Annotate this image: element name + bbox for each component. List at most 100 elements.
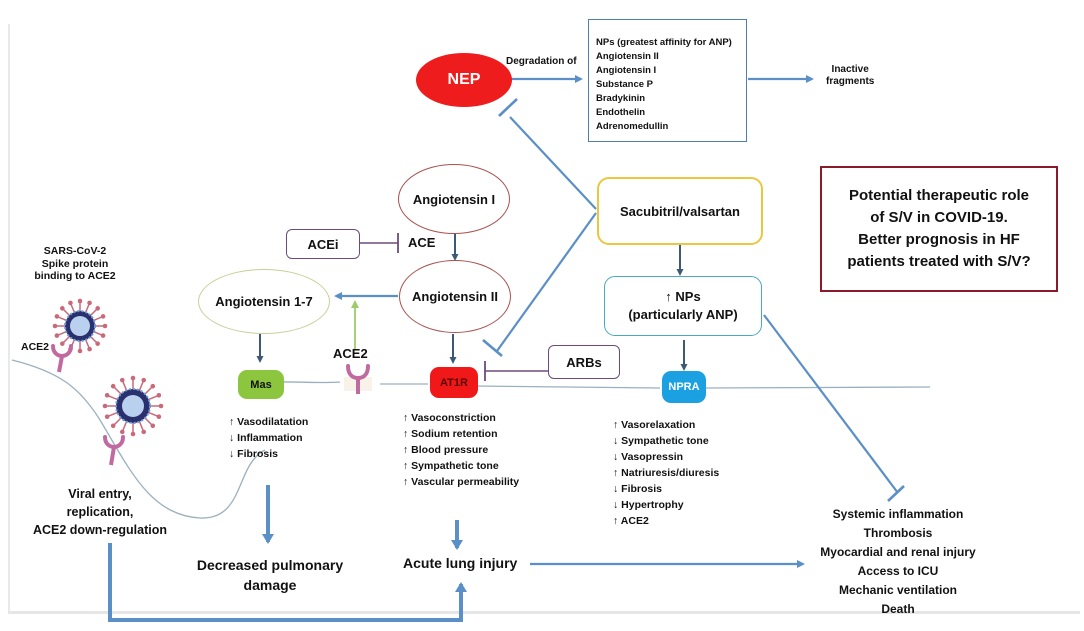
npra-receptor: NPRA <box>662 371 706 403</box>
substrate-item: Substance P <box>596 79 654 90</box>
effect-item: ↑ Blood pressure <box>403 444 489 456</box>
virus-spike-tip <box>77 298 83 304</box>
ace2-receptor-icon <box>344 364 372 394</box>
nps-node: ↑ NPs (particularly ANP) <box>604 276 762 336</box>
inhibit-nps-to-outcomes <box>763 314 899 494</box>
inactive-fragments-line: fragments <box>826 76 875 87</box>
acei-node: ACEi <box>286 229 360 259</box>
angiotensin-1-label: Angiotensin I <box>412 191 496 207</box>
substrate-item: Adrenomedullin <box>596 121 669 132</box>
effect-item: ↓ Hypertrophy <box>613 499 684 511</box>
virus-spike-tip <box>87 300 92 306</box>
arrow-viral-to-ali <box>108 543 467 622</box>
nps-line: (particularly ANP) <box>628 307 738 322</box>
decreased-damage-line: damage <box>243 577 297 593</box>
effect-item: ↓ Sympathetic tone <box>613 435 709 447</box>
sacubitril-valsartan-node: Sacubitril/valsartan <box>597 177 763 245</box>
virus-spike-tip <box>102 323 108 329</box>
effect-item: ↑ Natriuresis/diuresis <box>613 467 720 479</box>
ace-label: ACE <box>408 235 436 250</box>
nps-line: ↑ NPs <box>665 289 701 304</box>
effect-item: ↓ Fibrosis <box>613 483 663 495</box>
virus-spike-tip <box>156 392 162 398</box>
virus-title-line: binding to ACE2 <box>34 270 116 283</box>
angiotensin-1-7-node: Angiotensin 1-7 <box>198 269 330 334</box>
virus-spike-tip <box>130 375 136 381</box>
inhibit-bar-nep <box>498 98 518 117</box>
virus-spike-tip <box>104 392 110 398</box>
virus-spike-tip <box>68 300 73 306</box>
angiotensin-1-7-label: Angiotensin 1-7 <box>215 294 313 309</box>
inactive-fragments-line: Inactive <box>831 64 869 75</box>
mas-label: Mas <box>250 378 272 391</box>
virus-spike-tip <box>119 377 125 383</box>
virus-spike-tip <box>100 314 106 319</box>
therapeutic-role-callout: Potential therapeutic role of S/V in COV… <box>820 166 1058 292</box>
virus-spike-tip <box>141 377 147 383</box>
virus-spike-tip <box>95 341 100 346</box>
decreased-damage-label: Decreased pulmonary damage <box>190 555 350 595</box>
effect-item: ↓ Inflammation <box>229 432 303 444</box>
sars-cov-2-label: SARS-CoV-2 Spike protein binding to ACE2 <box>20 245 130 283</box>
virus-spike-tip <box>156 414 162 420</box>
substrate-item: Angiotensin II <box>596 51 659 62</box>
virus-icon-bound <box>52 298 108 354</box>
ace2-entry-receptor-icon <box>103 435 125 466</box>
callout-line: patients treated with S/V? <box>847 253 1031 270</box>
angiotensin-2-label: Angiotensin II <box>412 289 498 304</box>
sacubitril-valsartan-label: Sacubitril/valsartan <box>620 203 740 219</box>
inhibit-bar-at1r <box>482 339 503 357</box>
frame-border-bottom <box>8 611 1080 614</box>
cell-membrane-main <box>261 381 931 389</box>
virus-spike-tip <box>54 333 60 338</box>
arbs-node: ARBs <box>548 345 620 379</box>
effect-item: ↑ Vascular permeability <box>403 476 520 488</box>
mas-effects-list: ↑ Vasodilatation ↓ Inflammation ↓ Fibros… <box>229 414 308 462</box>
acei-label: ACEi <box>307 236 339 252</box>
virus-spike-tip <box>119 429 125 435</box>
substrate-item: Endothelin <box>596 107 646 118</box>
virus-spike-tip <box>141 429 147 435</box>
virus-spike-tip <box>52 323 58 329</box>
substrate-item: Angiotensin I <box>596 65 657 76</box>
virus-title-line: Spike protein <box>41 257 109 270</box>
effect-item: ↓ Fibrosis <box>229 448 279 460</box>
viral-entry-line: Viral entry, <box>68 487 132 501</box>
frame-border-left <box>8 24 10 612</box>
virus-spike-tip <box>100 333 106 338</box>
nep-substrates-box: NPs (greatest affinity for ANP) Angioten… <box>588 19 747 142</box>
virus-icon-entering <box>102 375 164 437</box>
substrate-item: Bradykinin <box>596 93 646 104</box>
virus-spike-tip <box>54 314 60 319</box>
decreased-damage-line: Decreased pulmonary <box>196 557 344 573</box>
effect-item: ↑ Vasodilatation <box>229 416 309 428</box>
substrate-item: NPs (greatest affinity for ANP) <box>596 37 732 48</box>
virus-spike-tip <box>130 431 136 437</box>
virus-spike-tip <box>60 341 65 346</box>
outcome-item: Access to ICU <box>857 564 939 578</box>
virus-spike-tip <box>158 403 164 409</box>
at1r-label: AT1R <box>440 376 468 389</box>
inhibit-sv-to-nep <box>509 116 597 210</box>
inhibit-sv-to-at1r <box>496 212 597 352</box>
virus-spike-tip <box>104 414 110 420</box>
nep-node: NEP <box>416 53 512 107</box>
degradation-label: Degradation of <box>506 56 577 67</box>
npra-label: NPRA <box>668 381 700 393</box>
effect-item: ↑ Vasorelaxation <box>613 419 696 431</box>
virus-spike-tip <box>60 306 65 311</box>
arbs-label: ARBs <box>566 354 602 370</box>
virus-spike-tip <box>77 348 83 354</box>
effect-item: ↓ Vasopressin <box>613 451 684 463</box>
nep-label: NEP <box>447 71 481 88</box>
virus-spike-tip <box>110 383 116 389</box>
viral-entry-label: Viral entry, replication, ACE2 down-regu… <box>30 485 170 539</box>
virus-spike-tip <box>150 383 156 389</box>
nep-substrates-list: NPs (greatest affinity for ANP) Angioten… <box>596 36 732 134</box>
angiotensin-2-node: Angiotensin II <box>399 260 511 333</box>
outcome-item: Death <box>881 602 915 616</box>
callout-line: of S/V in COVID-19. <box>870 209 1008 226</box>
npra-effects-list: ↑ Vasorelaxation ↓ Sympathetic tone ↓ Va… <box>613 417 719 529</box>
